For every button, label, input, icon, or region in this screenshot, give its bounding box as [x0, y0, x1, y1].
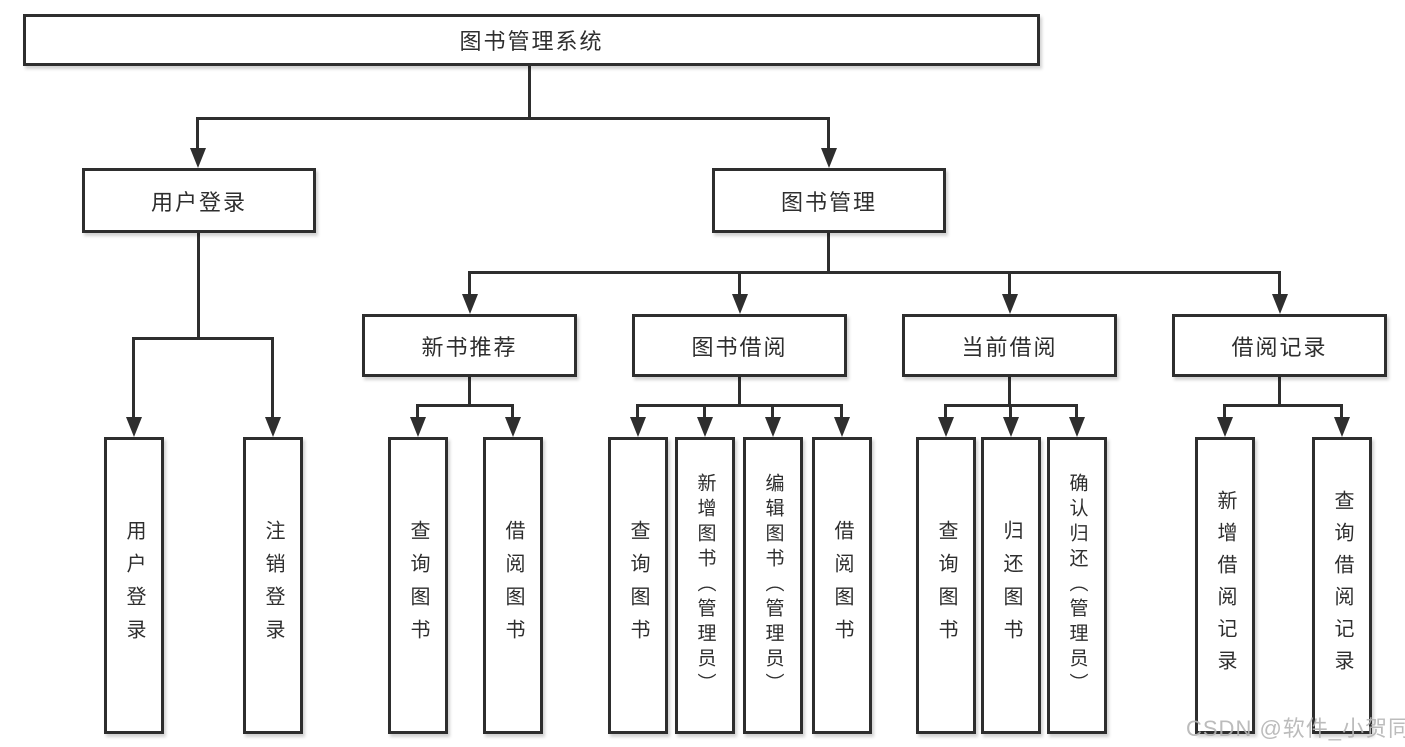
connector-stem-leaf-logout [271, 337, 274, 420]
node-root: 图书管理系统 [23, 14, 1040, 66]
connector-branch1 [196, 117, 830, 120]
connector-stem-user-login [196, 117, 199, 150]
leaf-borrow-books-label: 借阅图书 [831, 519, 853, 652]
leaf-borrow-books-recommend: 借阅图书 [483, 437, 543, 734]
leaf-query-borrow-record-label: 查询借阅记录 [1331, 489, 1353, 682]
connector-drop-records [1278, 376, 1281, 407]
connector-stem-leaf-login [132, 337, 135, 420]
arrow-down-icon [126, 417, 142, 437]
leaf-confirm-return-admin-label: 确认归还（管理员） [1066, 473, 1088, 698]
leaf-add-book-admin-label: 新增图书（管理员） [694, 473, 716, 698]
node-book-management: 图书管理 [712, 168, 946, 233]
connector-stem-leaf [511, 404, 514, 419]
arrow-down-icon [265, 417, 281, 437]
connector-stem-leaf [840, 404, 843, 419]
node-new-book-recommend-label: 新书推荐 [421, 334, 518, 360]
connector-stem-leaf [944, 404, 947, 419]
node-borrow-records: 借阅记录 [1172, 314, 1387, 377]
arrow-down-icon [821, 148, 837, 168]
connector-stem-leaf [1009, 404, 1012, 419]
arrow-down-icon [190, 148, 206, 168]
leaf-query-books-borrow-label: 查询图书 [627, 519, 649, 652]
leaf-query-books-recommend: 查询图书 [388, 437, 448, 734]
connector-stem-leaf [771, 404, 774, 419]
arrow-down-icon [1272, 294, 1288, 314]
leaf-query-books-current-label: 查询图书 [935, 519, 957, 652]
arrow-down-icon [697, 417, 713, 437]
connector-stem-l3-borrow [738, 271, 741, 296]
arrow-down-icon [505, 417, 521, 437]
leaf-return-book-label: 归还图书 [1000, 519, 1022, 652]
connector-stem-leaf [416, 404, 419, 419]
leaf-logout-label: 注销登录 [262, 519, 284, 652]
arrow-down-icon [630, 417, 646, 437]
arrow-down-icon [1334, 417, 1350, 437]
connector-user-login-drop [197, 232, 200, 339]
arrow-down-icon [834, 417, 850, 437]
connector-stem-l3-recommend [468, 271, 471, 296]
connector-book-mgmt-drop [827, 232, 830, 273]
leaf-query-borrow-record: 查询借阅记录 [1312, 437, 1372, 734]
arrow-down-icon [1003, 417, 1019, 437]
arrow-down-icon [462, 294, 478, 314]
leaf-logout: 注销登录 [243, 437, 303, 734]
connector-stem-leaf [1223, 404, 1226, 419]
node-root-label: 图书管理系统 [459, 29, 604, 54]
leaf-query-books-recommend-label: 查询图书 [407, 519, 429, 652]
node-current-borrow-label: 当前借阅 [961, 334, 1058, 360]
connector-stem-leaf [703, 404, 706, 419]
leaf-borrow-books-recommend-label: 借阅图书 [502, 519, 524, 652]
leaf-query-books-borrow: 查询图书 [608, 437, 668, 734]
node-borrow-records-label: 借阅记录 [1231, 334, 1328, 360]
connector-drop-recommend [468, 376, 471, 407]
node-user-login-label: 用户登录 [150, 189, 247, 215]
arrow-down-icon [1002, 294, 1018, 314]
arrow-down-icon [1069, 417, 1085, 437]
leaf-user-login-label: 用户登录 [123, 519, 145, 652]
node-new-book-recommend: 新书推荐 [362, 314, 577, 377]
node-book-management-label: 图书管理 [780, 189, 877, 215]
watermark: CSDN @软件_小贺同学 [1186, 716, 1405, 741]
leaf-user-login: 用户登录 [104, 437, 164, 734]
arrow-down-icon [732, 294, 748, 314]
connector-branch2 [468, 271, 1281, 274]
leaf-add-borrow-record: 新增借阅记录 [1195, 437, 1255, 734]
connector-stem-l3-current [1008, 271, 1011, 296]
leaf-return-book: 归还图书 [981, 437, 1041, 734]
node-current-borrow: 当前借阅 [902, 314, 1117, 377]
connector-stem-leaf [636, 404, 639, 419]
leaf-query-books-current: 查询图书 [916, 437, 976, 734]
connector-branch-recommend [416, 404, 514, 407]
connector-stem-book-mgmt [827, 117, 830, 150]
arrow-down-icon [765, 417, 781, 437]
leaf-edit-book-admin: 编辑图书（管理员） [743, 437, 803, 734]
arrow-down-icon [1217, 417, 1233, 437]
node-user-login: 用户登录 [82, 168, 316, 233]
connector-stem-leaf [1340, 404, 1343, 419]
leaf-confirm-return-admin: 确认归还（管理员） [1047, 437, 1107, 734]
leaf-edit-book-admin-label: 编辑图书（管理员） [762, 473, 784, 698]
node-book-borrow: 图书借阅 [632, 314, 847, 377]
node-book-borrow-label: 图书借阅 [691, 334, 788, 360]
leaf-borrow-books: 借阅图书 [812, 437, 872, 734]
connector-root-drop [528, 66, 531, 119]
arrow-down-icon [410, 417, 426, 437]
leaf-add-borrow-record-label: 新增借阅记录 [1214, 489, 1236, 682]
leaf-add-book-admin: 新增图书（管理员） [675, 437, 735, 734]
arrow-down-icon [938, 417, 954, 437]
connector-stem-l3-records [1278, 271, 1281, 296]
connector-stem-leaf [1075, 404, 1078, 419]
connector-branch-user [132, 337, 274, 340]
connector-branch-borrow [636, 404, 843, 407]
connector-drop-borrow [738, 376, 741, 407]
connector-drop-current [1008, 376, 1011, 407]
connector-branch-records [1223, 404, 1343, 407]
